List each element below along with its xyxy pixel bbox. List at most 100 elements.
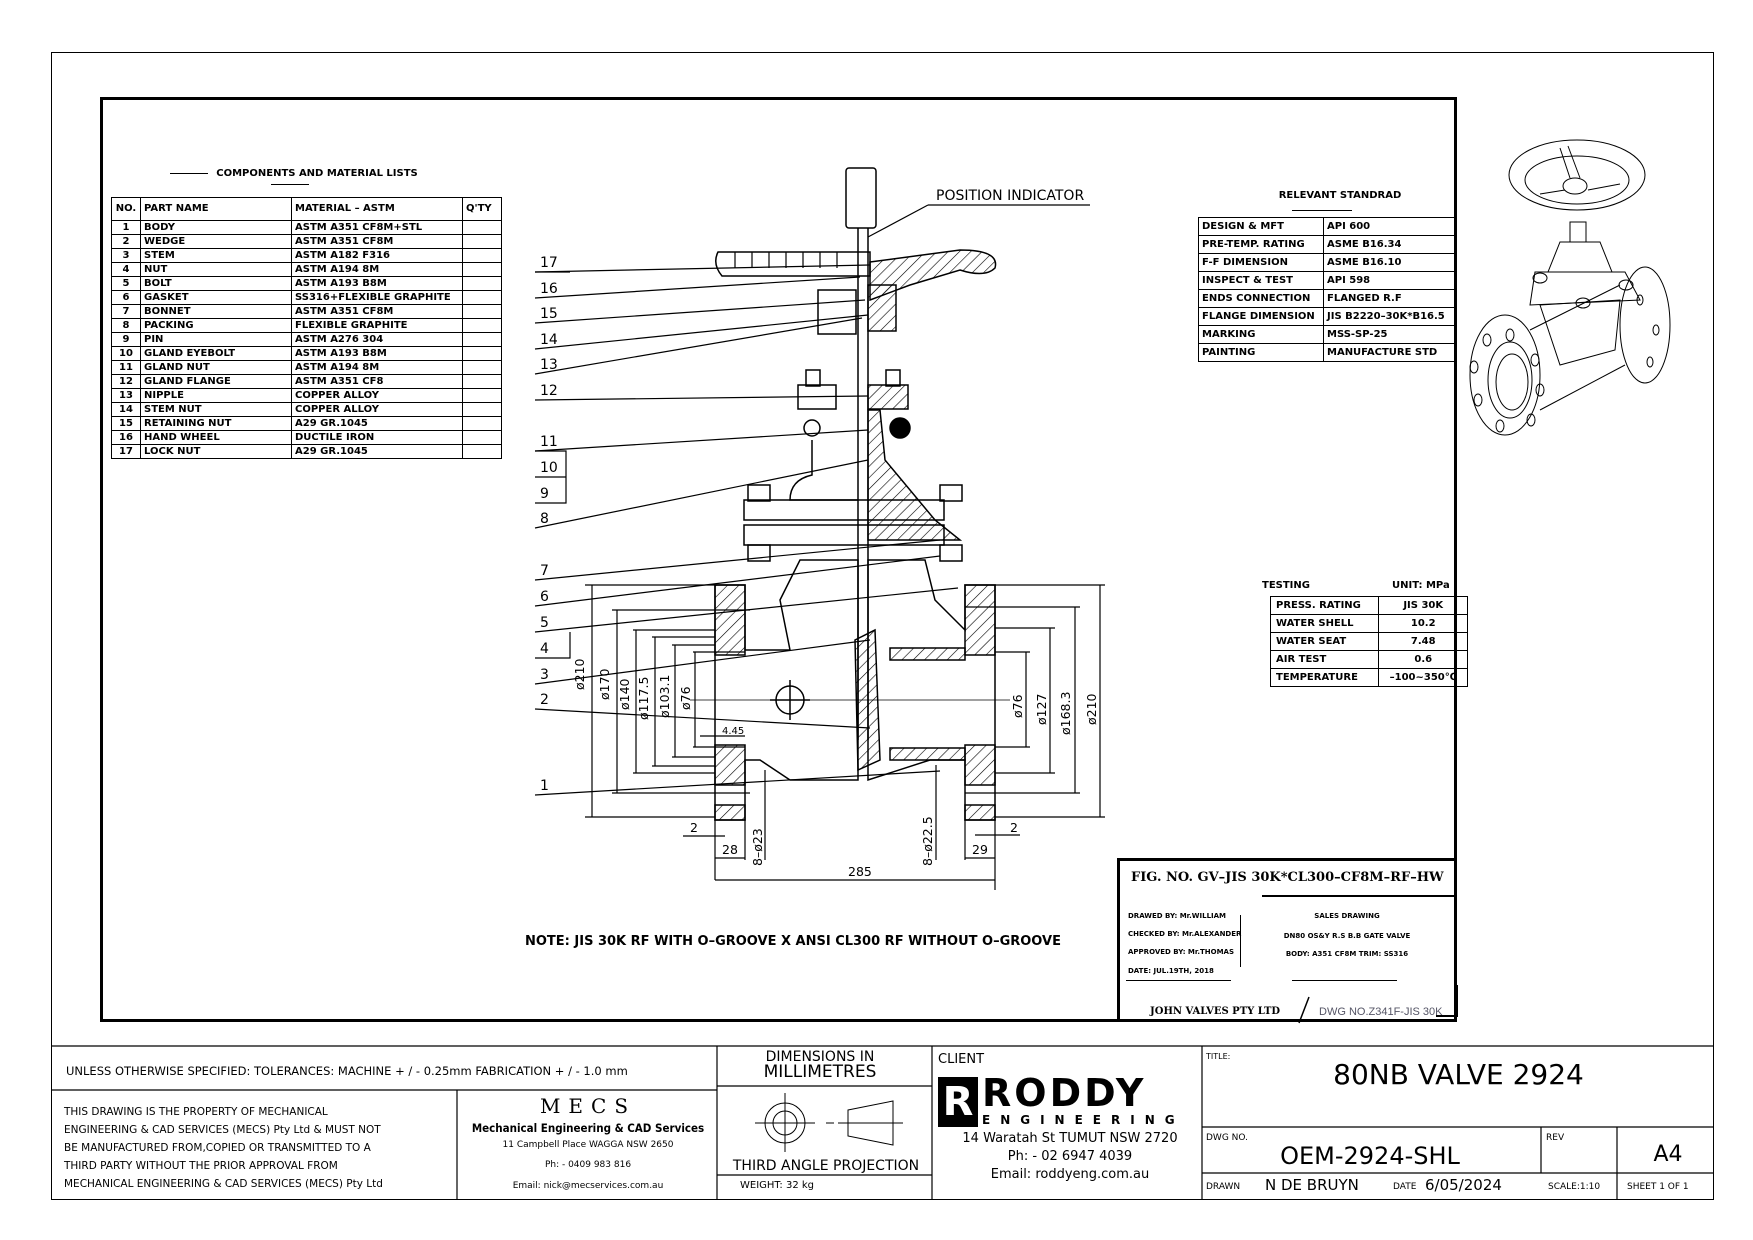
- property-line: THIRD PARTY WITHOUT THE PRIOR APPROVAL F…: [64, 1160, 338, 1172]
- part-callout-16: 16: [540, 281, 558, 297]
- rev-label: REV: [1546, 1133, 1565, 1143]
- dim-285: 285: [848, 864, 872, 879]
- signature-divider: [1240, 915, 1241, 967]
- handwheel-left: [715, 251, 871, 277]
- tolerances-note: UNLESS OTHERWISE SPECIFIED: TOLERANCES: …: [66, 1064, 628, 1078]
- client-contact: 14 Waratah St TUMUT NSW 2720 Ph: - 02 69…: [935, 1130, 1205, 1184]
- valve-outline: [690, 167, 1010, 821]
- dimensions-units: DIMENSIONS IN MILLIMETRES: [720, 1050, 920, 1081]
- roddy-logo-subtext: ENGINEERING: [982, 1113, 1185, 1127]
- drawn-by: N DE BRUYN: [1265, 1176, 1359, 1194]
- testing-value: –100~350℃: [1378, 668, 1468, 687]
- part-callout-7: 7: [540, 563, 549, 579]
- drawing-frame: [100, 97, 1457, 1022]
- dwg-corner-mark: [1436, 985, 1458, 1017]
- roddy-logo: R RODDY ENGINEERING: [938, 1071, 1200, 1129]
- testing-unit: UNIT: MPa: [1392, 580, 1450, 591]
- sales-box: [1262, 895, 1457, 957]
- dim-right-168-3: ø168.3: [1058, 691, 1073, 735]
- roddy-logo-mark: R: [938, 1077, 978, 1127]
- dim-right-76: ø76: [1010, 694, 1025, 718]
- client-label: CLIENT: [938, 1052, 985, 1067]
- header-no: NO.: [111, 197, 141, 221]
- part-callout-15: 15: [540, 306, 558, 322]
- dwg-number: OEM-2924-SHL: [1280, 1142, 1460, 1170]
- company-name: JOHN VALVES PTY LTD: [1150, 1006, 1281, 1017]
- mecs-logo: MECS: [539, 1094, 637, 1118]
- dim-bolt-right: 8–ø22.5: [920, 816, 935, 866]
- title-label: TITLE:: [1206, 1052, 1231, 1061]
- part-callout-11: 11: [540, 434, 558, 450]
- fig-dwg-number: DWG NO.Z341F-JIS 30K: [1319, 1006, 1443, 1018]
- part-callout-3: 3: [540, 667, 549, 683]
- stem-top: [845, 167, 877, 229]
- title-block-grid: [51, 1045, 1714, 1200]
- part-leaders: [534, 264, 959, 796]
- dim-28: 28: [722, 842, 738, 857]
- dim-left-76: ø76: [678, 686, 693, 710]
- body-right: [867, 559, 996, 821]
- dimensions-line-1: DIMENSIONS IN: [765, 1049, 875, 1065]
- components-title: COMPONENTS AND MATERIAL LISTS: [140, 168, 440, 190]
- part-callout-12: 12: [540, 383, 558, 399]
- property-line: BE MANUFACTURED FROM,COPIED OR TRANSMITT…: [64, 1142, 371, 1154]
- drawed-by: DRAWED BY: Mr.WILLIAM: [1128, 912, 1227, 920]
- dim-left-170: ø170: [597, 668, 612, 700]
- part-callout-9: 9: [540, 486, 549, 502]
- slash-divider: [1298, 996, 1310, 1024]
- position-indicator-label: POSITION INDICATOR: [936, 188, 1085, 204]
- drawn-label: DRAWN: [1206, 1182, 1241, 1192]
- dim-left-103-1: ø103.1: [657, 674, 672, 718]
- third-angle-projection-icon: [755, 1093, 903, 1152]
- dim-left-117-5: ø117.5: [636, 676, 651, 720]
- isometric-valve-view: [1469, 139, 1671, 436]
- part-callout-10: 10: [540, 460, 558, 476]
- mecs-address: 11 Campbell Place WAGGA NSW 2650: [502, 1140, 674, 1150]
- dim-left-210: ø210: [572, 658, 587, 690]
- approved-by: APPROVED BY: Mr.THOMAS: [1128, 948, 1235, 956]
- property-line: MECHANICAL ENGINEERING & CAD SERVICES (M…: [64, 1178, 383, 1190]
- scale: SCALE:1:10: [1548, 1182, 1601, 1192]
- dim-2-left: 2: [690, 820, 698, 835]
- dwg-no-label: DWG NO.: [1206, 1133, 1248, 1143]
- client-address: 14 Waratah St TUMUT NSW 2720: [962, 1131, 1178, 1146]
- drawing-title: 80NB VALVE 2924: [1333, 1058, 1584, 1091]
- mecs-phone: Ph: - 0409 983 816: [544, 1160, 632, 1170]
- dim-left-140: ø140: [617, 678, 632, 710]
- sales-underline: [1292, 980, 1397, 981]
- part-callout-2: 2: [540, 692, 549, 708]
- dim-right-210: ø210: [1084, 693, 1099, 725]
- dim-29: 29: [972, 842, 988, 857]
- part-callout-5: 5: [540, 615, 549, 631]
- date-label: DATE: [1393, 1182, 1417, 1192]
- sheet-border: [51, 52, 1714, 1200]
- standard-value: MANUFACTURE STD: [1323, 343, 1456, 362]
- drawing-date: DATE: JUL.19TH, 2018: [1128, 967, 1214, 975]
- weight: WEIGHT: 32 kg: [740, 1180, 815, 1191]
- dim-4-45: 4.45: [722, 726, 745, 737]
- roddy-logo-text: RODDY: [982, 1071, 1147, 1115]
- component-material: A29 GR.1045: [291, 444, 463, 459]
- property-notice: THIS DRAWING IS THE PROPERTY OF MECHANIC…: [64, 1103, 444, 1193]
- drawing-note: NOTE: JIS 30K RF WITH O–GROOVE X ANSI CL…: [525, 934, 1061, 949]
- part-callout-17: 17: [540, 255, 558, 271]
